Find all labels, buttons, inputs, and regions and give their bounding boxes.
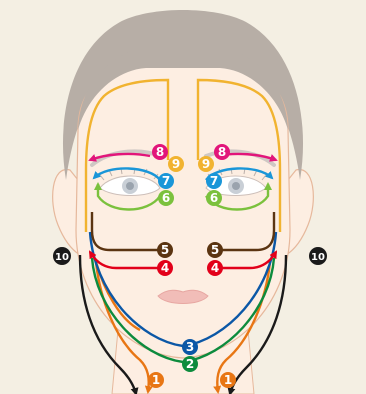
marker-4-left: 4 (157, 260, 173, 276)
marker-4-right: 4 (207, 260, 223, 276)
marker-10-left: 10 (53, 247, 71, 265)
marker-7-right: 7 (206, 173, 222, 189)
svg-text:3: 3 (186, 340, 194, 354)
svg-text:10: 10 (55, 252, 69, 263)
svg-text:6: 6 (162, 191, 170, 205)
lips (158, 290, 208, 303)
marker-10-right: 10 (309, 247, 327, 265)
marker-3: 3 (182, 339, 198, 355)
svg-text:8: 8 (218, 145, 226, 159)
svg-text:4: 4 (161, 261, 169, 275)
marker-1-left: 1 (148, 372, 164, 388)
marker-8-left: 8 (152, 144, 168, 160)
svg-text:8: 8 (156, 145, 164, 159)
marker-2: 2 (182, 356, 198, 372)
svg-text:10: 10 (311, 252, 325, 263)
marker-6-right: 6 (206, 190, 222, 206)
svg-text:5: 5 (161, 243, 169, 257)
svg-text:9: 9 (202, 157, 210, 171)
svg-text:1: 1 (224, 373, 232, 387)
svg-text:7: 7 (162, 174, 170, 188)
marker-9-left: 9 (168, 156, 184, 172)
svg-text:9: 9 (172, 157, 180, 171)
marker-8-right: 8 (214, 144, 230, 160)
svg-text:7: 7 (210, 174, 218, 188)
svg-text:1: 1 (152, 373, 160, 387)
svg-text:6: 6 (210, 191, 218, 205)
marker-5-left: 5 (157, 242, 173, 258)
marker-9-right: 9 (198, 156, 214, 172)
marker-6-left: 6 (158, 190, 174, 206)
svg-text:2: 2 (186, 357, 194, 371)
marker-7-left: 7 (158, 173, 174, 189)
marker-5-right: 5 (207, 242, 223, 258)
marker-1-right: 1 (220, 372, 236, 388)
svg-text:4: 4 (211, 261, 219, 275)
svg-text:5: 5 (211, 243, 219, 257)
